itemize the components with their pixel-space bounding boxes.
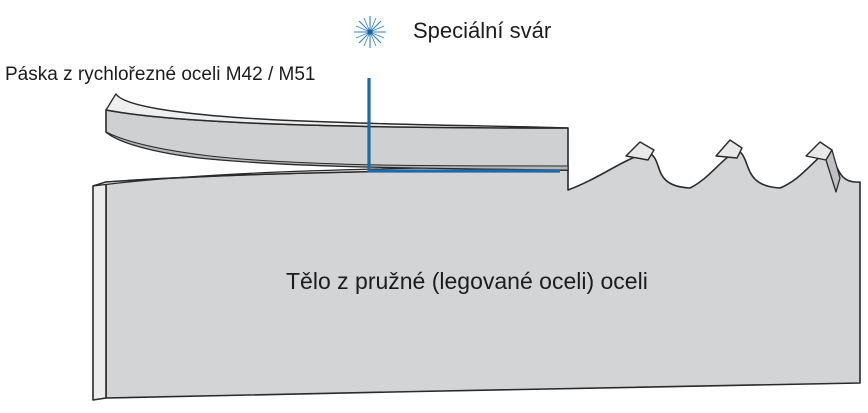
hss-strip-label: Páska z rychlořezné oceli M42 / M51 bbox=[5, 64, 316, 85]
tooth-tips bbox=[625, 139, 841, 193]
hss-strip-underside bbox=[105, 131, 569, 171]
sparkle-icon bbox=[354, 16, 386, 48]
tooth-tip bbox=[625, 141, 655, 161]
tooth-tip bbox=[715, 139, 743, 159]
blade-body-edge bbox=[92, 181, 107, 401]
special-weld-label: Speciální svár bbox=[413, 18, 552, 43]
weld-leader-line bbox=[367, 78, 560, 173]
hss-strip-face bbox=[105, 109, 569, 171]
hss-strip bbox=[105, 93, 569, 171]
blade-body-label: Tělo z pružné (legované oceli) oceli bbox=[286, 268, 648, 294]
hss-strip-top bbox=[105, 93, 569, 129]
tooth-side bbox=[825, 149, 841, 193]
